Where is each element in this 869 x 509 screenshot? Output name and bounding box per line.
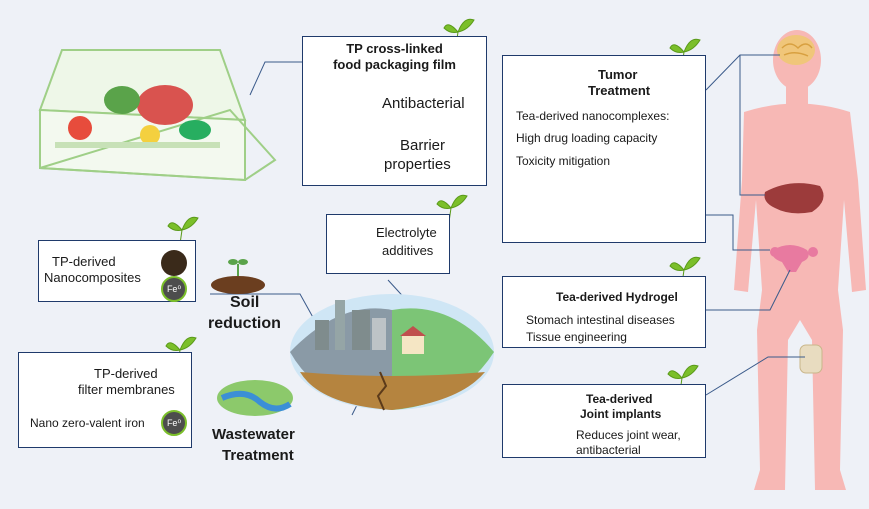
joint-implants-box [502, 384, 706, 458]
hydrogel-point2: Tissue engineering [526, 330, 627, 344]
barrier-label-line2: properties [384, 156, 451, 173]
filter-line1: TP-derived [94, 366, 158, 381]
food-container-icon [38, 49, 277, 182]
hydrogel-title: Tea-derived Hydrogel [556, 290, 678, 304]
tumor-subtitle: Tea-derived nanocomplexes: [516, 109, 670, 123]
antibacterial-label: Antibacterial [382, 95, 465, 112]
food-packaging-box [302, 36, 487, 186]
filter-fe-badge: Fe⁰ [161, 410, 187, 436]
nanocomposites-line1: TP-derived [52, 254, 116, 269]
food-packaging-title-line1: TP cross-linked [346, 41, 443, 56]
filter-line3: Nano zero-valent iron [30, 416, 145, 430]
soil-particle-icon [161, 250, 187, 276]
joint-desc-line1: Reduces joint wear, [576, 428, 681, 442]
tumor-point1: High drug loading capacity [516, 131, 658, 145]
soil-label-line2: reduction [208, 315, 281, 332]
joint-title-line2: Joint implants [580, 407, 662, 421]
wastewater-label-line1: Wastewater [212, 426, 295, 443]
barrier-label-line1: Barrier [400, 137, 446, 154]
nanocomposites-line2: Nanocomposites [44, 270, 141, 285]
nanocomposites-fe-badge: Fe⁰ [161, 276, 187, 302]
joint-title-line1: Tea-derived [586, 392, 653, 406]
hydrogel-box [502, 276, 706, 348]
electrolyte-line1: Electrolyte [376, 225, 437, 240]
soil-icon [211, 259, 265, 294]
uterus-icon [770, 245, 818, 272]
food-packaging-title-line2: food packaging film [333, 57, 456, 72]
river-icon [217, 380, 293, 416]
wastewater-label-line2: Treatment [222, 447, 294, 464]
city-landscape-icon [290, 294, 494, 411]
tumor-title-line2: Treatment [588, 83, 651, 98]
liver-icon [764, 183, 824, 214]
filter-membranes-box [18, 352, 192, 448]
joint-desc-line2: antibacterial [576, 443, 641, 457]
brain-icon [777, 35, 815, 65]
tumor-point2: Toxicity mitigation [516, 154, 611, 168]
electrolyte-box [326, 214, 450, 274]
tumor-title-line1: Tumor [598, 67, 638, 82]
filter-line2: filter membranes [78, 382, 175, 397]
electrolyte-line2: additives [382, 243, 434, 258]
hydrogel-point1: Stomach intestinal diseases [526, 313, 675, 327]
tea-leaf-icon [167, 216, 199, 245]
knee-joint-icon [799, 344, 823, 374]
soil-label-line1: Soil [230, 294, 260, 311]
tumor-treatment-box [502, 55, 706, 243]
